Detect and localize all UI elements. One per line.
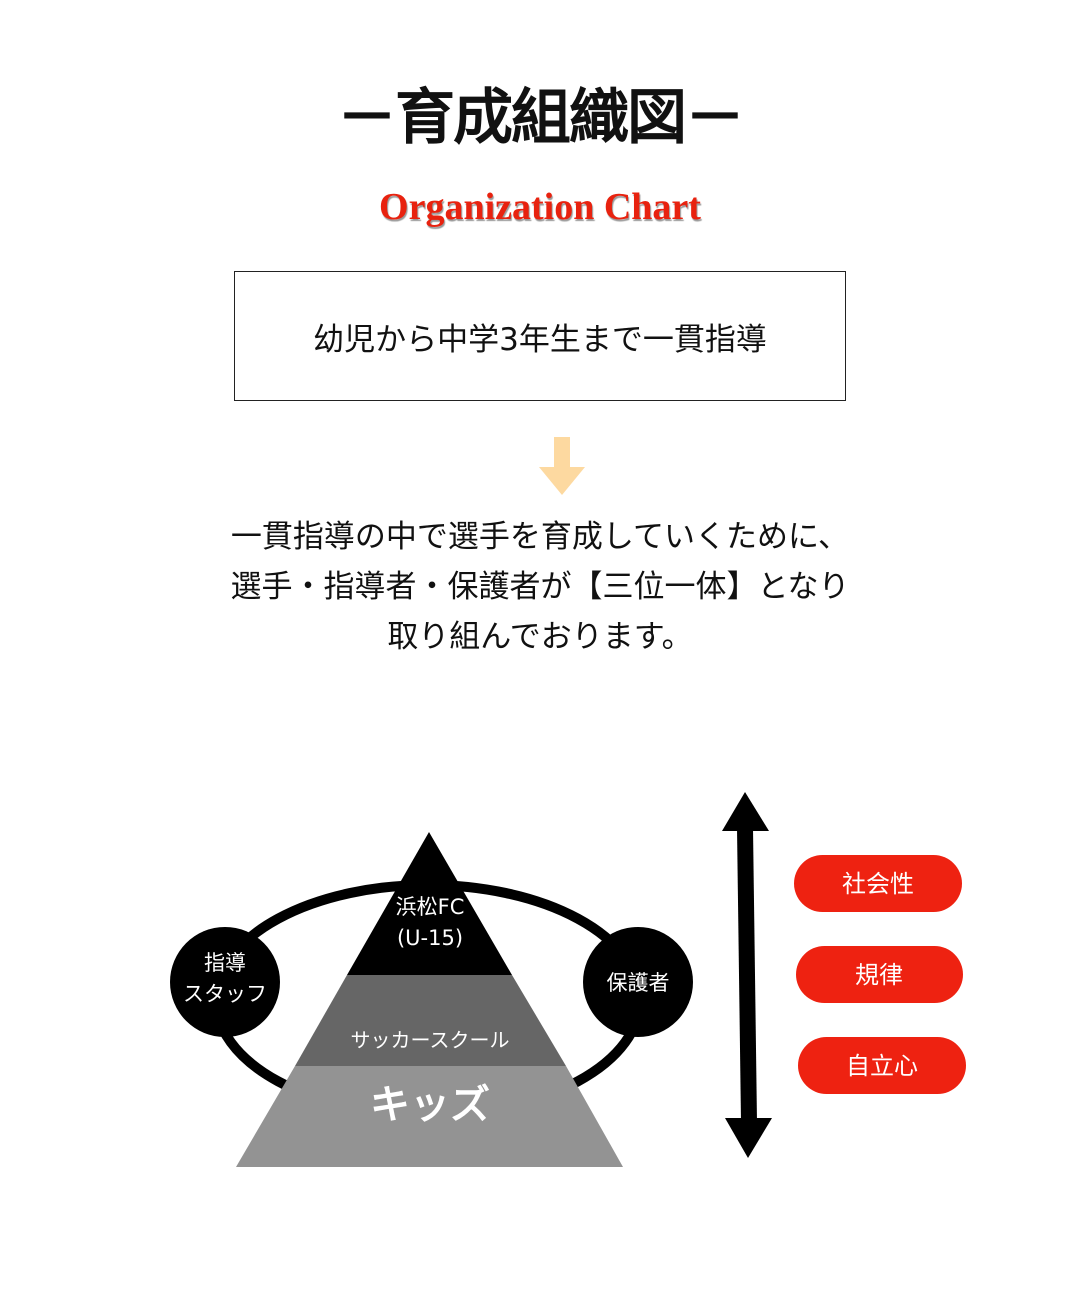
pyramid-top-label: (U-15) [397,926,463,950]
pyramid-bottom [236,1066,623,1167]
description-line: 一貫指導の中で選手を育成していくために、 [230,519,850,555]
page-title: －育成組織図－ [337,83,745,153]
organization-diagram: 浜松FC (U-15) サッカースクール キッズ 指導 スタッフ 保護者 社会性… [170,792,966,1167]
svg-text:社会性: 社会性 [842,870,914,898]
description-line: 選手・指導者・保護者が【三位一体】となり [230,569,850,605]
svg-text:規律: 規律 [855,961,903,989]
page-subtitle: Organization Chart [379,186,701,228]
staff-circle [170,927,280,1037]
pyramid-middle [295,975,566,1066]
arrow-down-icon [539,437,585,495]
pyramid-top-label: 浜松FC [396,895,465,919]
value-pill: 規律 [796,946,963,1003]
value-pill: 社会性 [794,855,962,912]
description-line: 取り組んでおります。 [387,619,693,655]
staff-label: スタッフ [183,982,267,1006]
pyramid-bottom-label: キッズ [370,1082,490,1128]
guardian-circle [583,927,693,1037]
value-pill: 自立心 [798,1037,966,1094]
description: 一貫指導の中で選手を育成していくために、 選手・指導者・保護者が【三位一体】とな… [0,512,1080,662]
summary-text: 幼児から中学3年生まで一貫指導 [313,321,767,358]
double-arrow-icon [722,792,772,1158]
guardian-label: 保護者 [607,971,670,995]
summary-box: 幼児から中学3年生まで一貫指導 [234,271,846,401]
pyramid-top [347,832,512,975]
svg-text:自立心: 自立心 [846,1052,918,1080]
staff-label: 指導 [204,951,246,975]
pyramid-middle-label: サッカースクール [351,1028,510,1052]
